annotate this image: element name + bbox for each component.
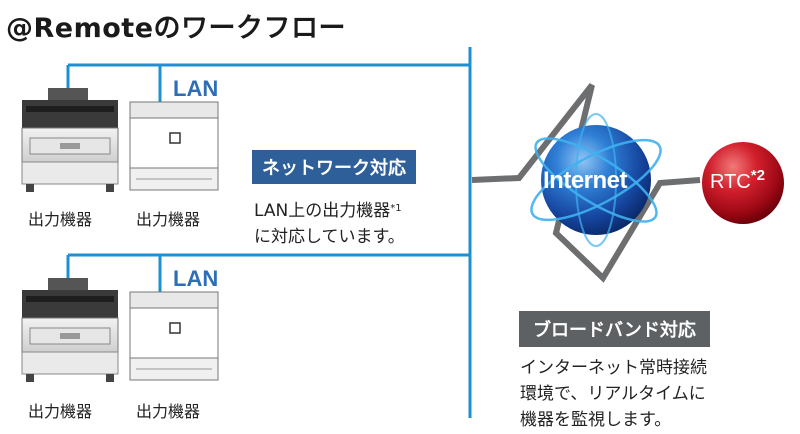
internet-zigzag-line (471, 83, 701, 283)
wide-format-printer-icon-2 (21, 278, 119, 382)
network-note-line1: LAN上の出力機器 (254, 201, 391, 221)
rtc-text: RTC (710, 171, 751, 193)
office-printer-icon (129, 101, 219, 191)
broadband-note-line2: 環境で、リアルタイムに (520, 384, 706, 404)
network-note-line2: に対応しています。 (254, 227, 405, 247)
rtc-sphere-icon (702, 142, 784, 224)
network-badge: ネットワーク対応 (252, 150, 416, 184)
page-title: @Remoteのワークフロー (6, 13, 347, 44)
internet-label: Internet (543, 167, 628, 194)
wide-format-printer-icon (21, 88, 119, 192)
lan-lines (66, 47, 472, 418)
lan-label-2: LAN (173, 266, 219, 291)
broadband-note: インターネット常時接続 環境で、リアルタイムに 機器を監視します。 (520, 355, 707, 433)
device-label: 出力機器 (28, 210, 93, 229)
device-label: 出力機器 (136, 402, 201, 421)
footnote-1-marker: *1 (390, 203, 402, 214)
broadband-badge: ブロードバンド対応 (519, 311, 710, 347)
office-printer-icon-2 (129, 291, 219, 381)
device-label: 出力機器 (28, 402, 93, 421)
lan-label-1: LAN (173, 76, 219, 101)
rtc-label: RTC*2 (710, 167, 765, 194)
broadband-note-line3: 機器を監視します。 (520, 410, 672, 430)
footnote-2-marker: *2 (750, 167, 765, 184)
device-label: 出力機器 (136, 210, 201, 229)
network-note: LAN上の出力機器*1 に対応しています。 (254, 198, 405, 250)
broadband-note-line1: インターネット常時接続 (520, 358, 707, 378)
internet-globe-icon (530, 113, 662, 247)
